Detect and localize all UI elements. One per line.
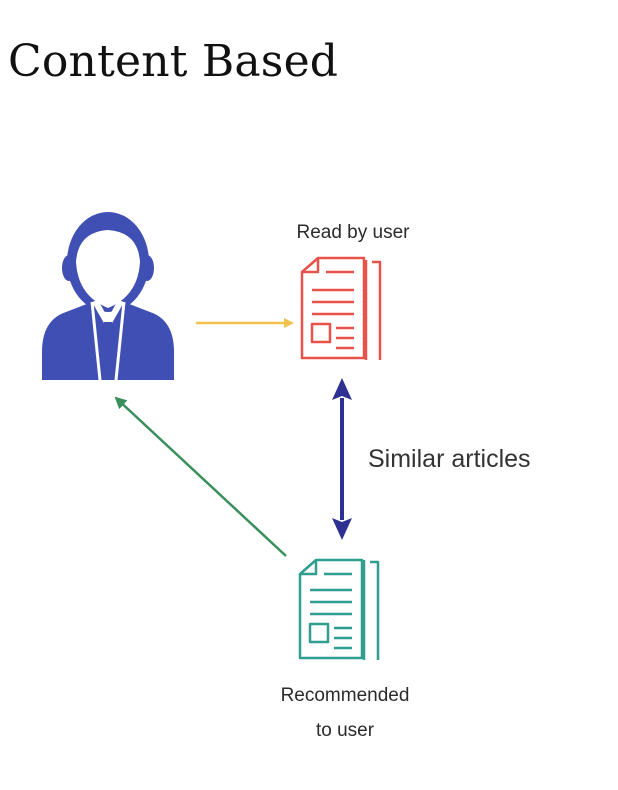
recommended-label-line2: to user — [315, 720, 375, 741]
read-by-user-label: Read by user — [296, 222, 410, 243]
arrow-recommended-to-user — [114, 396, 287, 557]
read-document-icon — [300, 256, 382, 360]
recommended-label-line1: Recommended — [280, 685, 410, 706]
user-icon — [42, 212, 174, 381]
similar-articles-label: Similar articles — [368, 445, 531, 473]
similar-articles-arrow — [332, 378, 352, 540]
page-title: Content Based — [8, 36, 339, 87]
recommended-document-icon — [298, 558, 380, 660]
